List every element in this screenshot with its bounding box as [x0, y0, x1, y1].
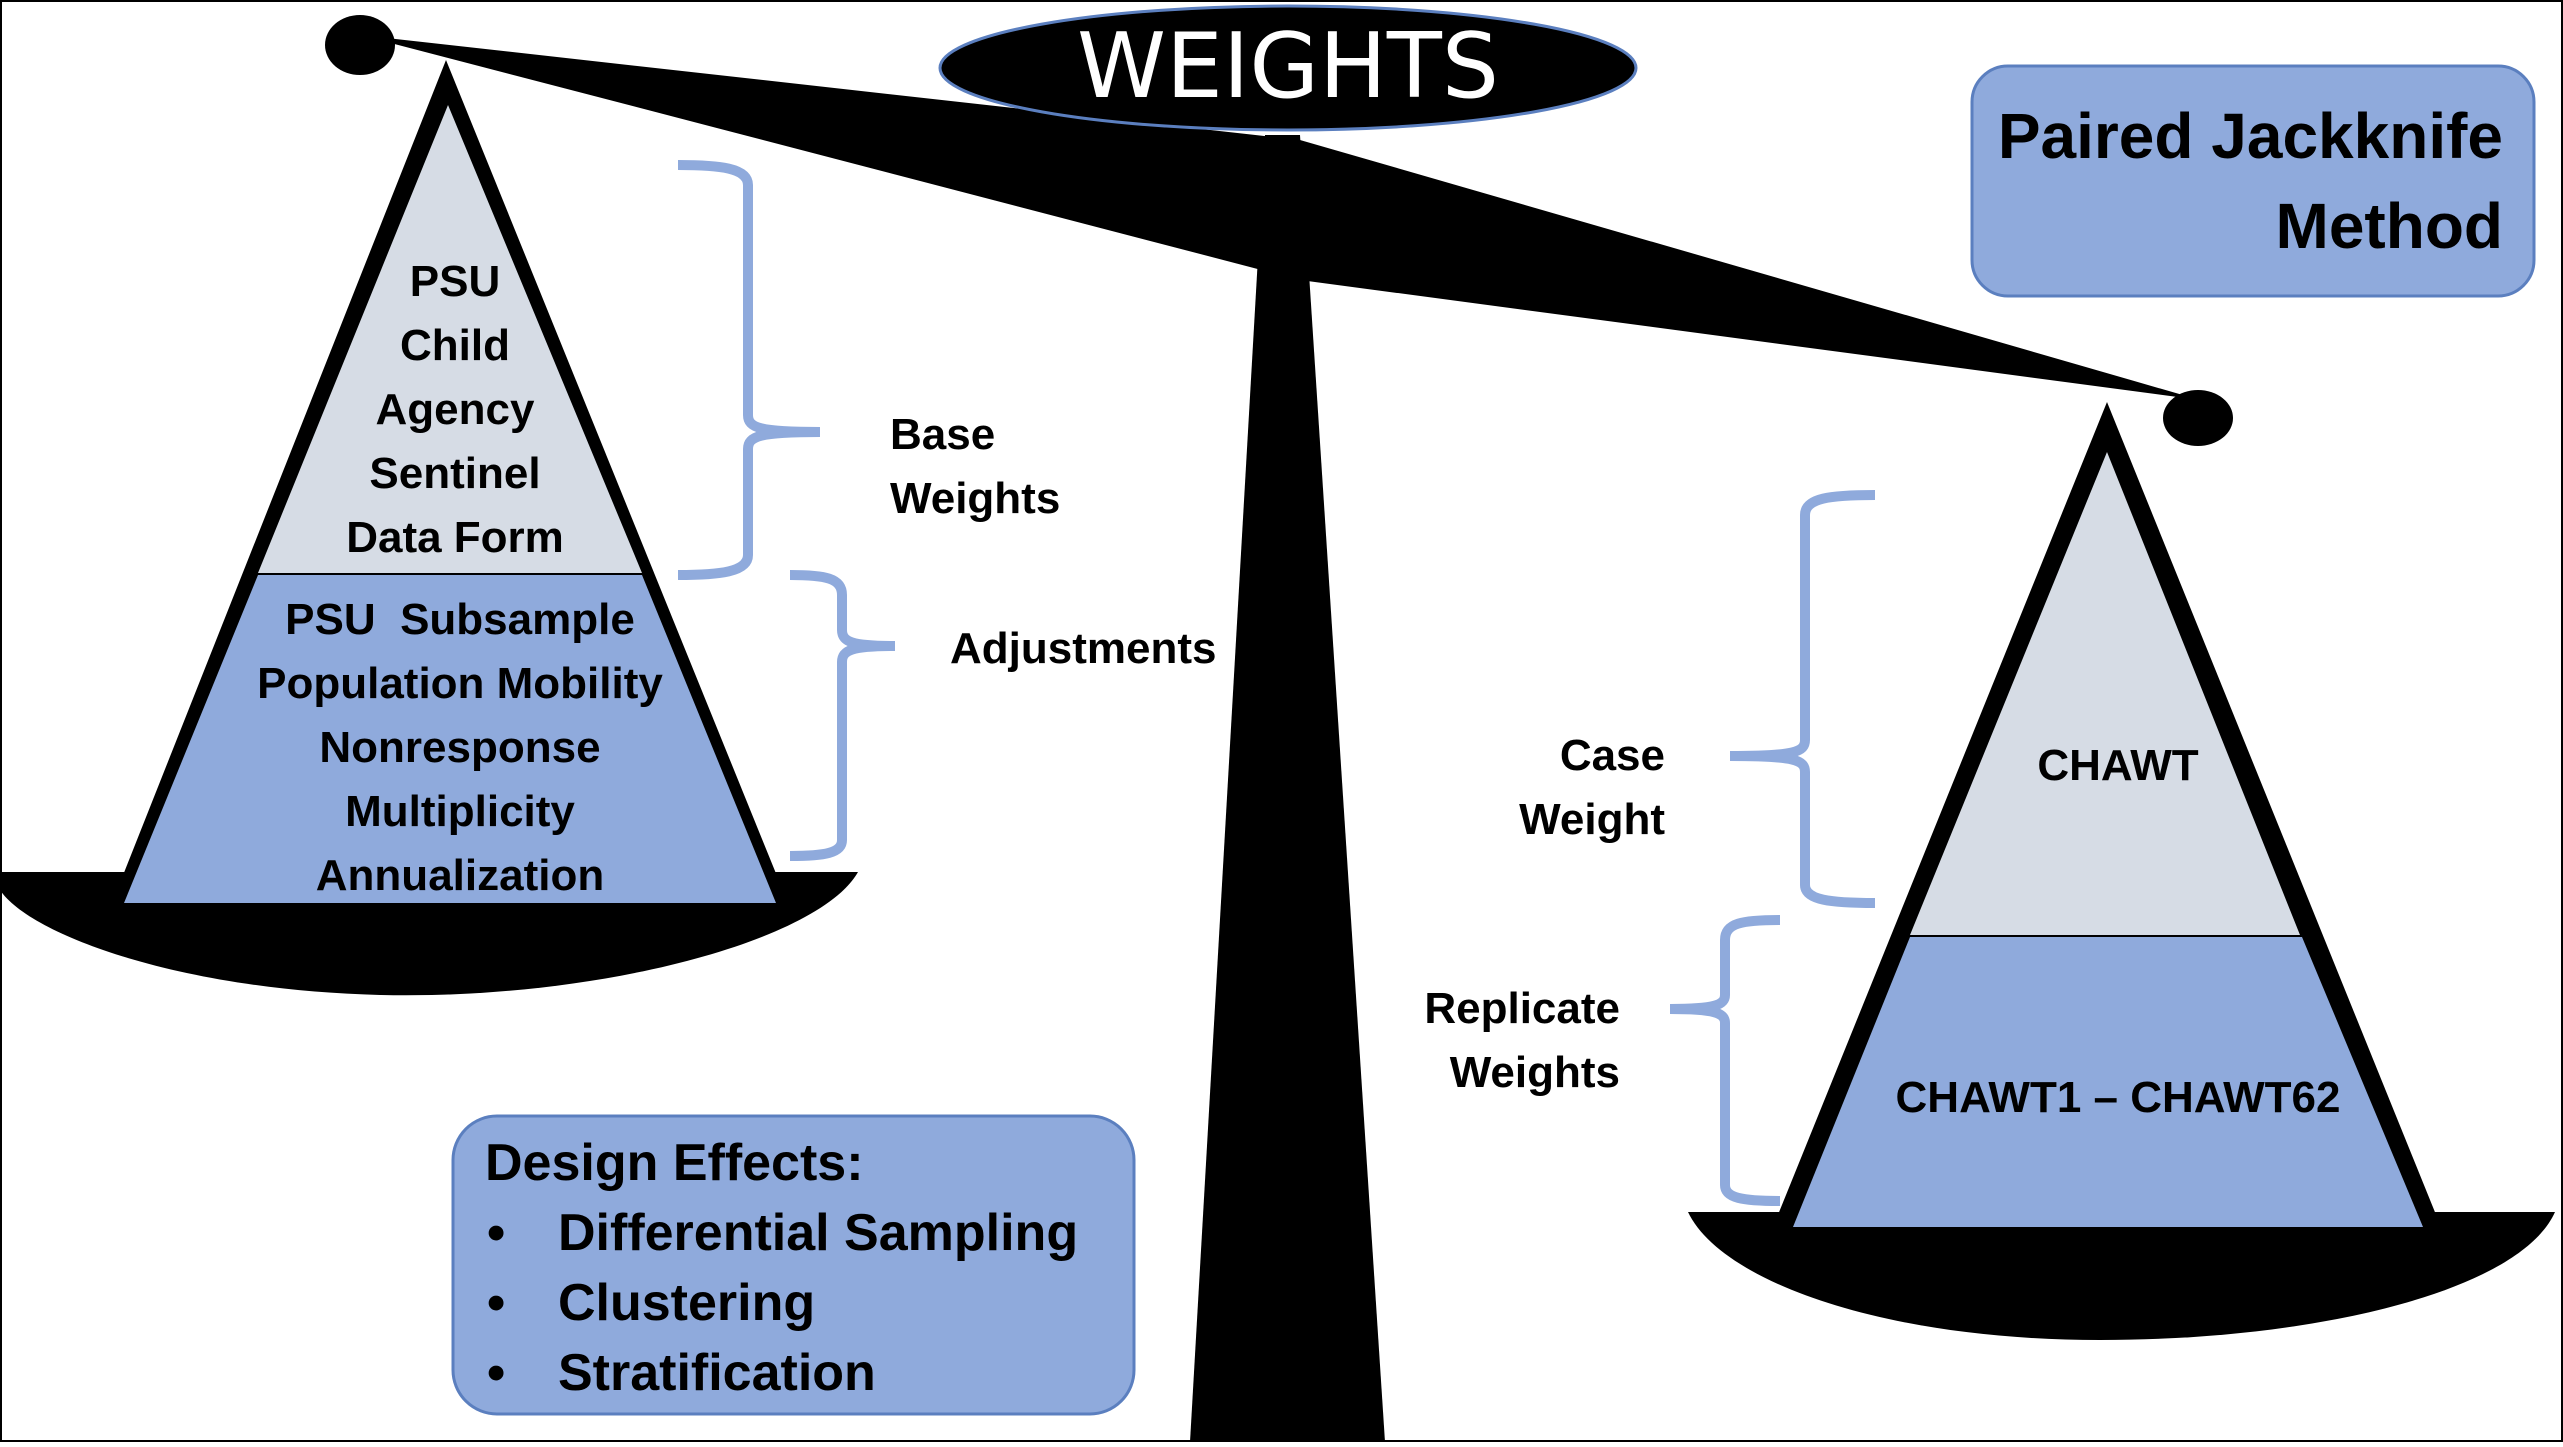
design-effects-box — [451, 1114, 1136, 1416]
left-pyramid-base-section — [258, 105, 642, 573]
method-box-text: Paired Jackknife — [1998, 100, 2503, 172]
design-effect-item: Differential Sampling — [558, 1204, 1078, 1262]
adjustment-item: Annualization — [316, 851, 604, 900]
scale-beam — [360, 35, 2200, 400]
case-weight-label: Weight — [1519, 795, 1665, 844]
base-item: PSU — [410, 257, 500, 306]
beam-left-knob — [325, 15, 395, 75]
adjustment-item: PSU Subsample — [285, 595, 635, 644]
title-text: WEIGHTS — [1077, 14, 1499, 119]
adjustment-item: Multiplicity — [345, 787, 575, 836]
replicate-weight-item: CHAWT1 – CHAWT62 — [1896, 1073, 2341, 1122]
method-box — [1970, 64, 2536, 298]
base-weights-brace — [677, 160, 821, 580]
left-pyramid-adjustment-section — [124, 575, 776, 903]
right-pyramid-case-section — [1910, 452, 2300, 935]
scale-post — [1190, 135, 1385, 1442]
adjustment-item: Nonresponse — [319, 723, 600, 772]
adjustments-label: Adjustments — [950, 624, 1216, 673]
bullet-icon: • — [487, 1274, 505, 1332]
bullet-icon: • — [487, 1344, 505, 1402]
case-weight-item: CHAWT — [2037, 741, 2198, 790]
method-box-text: Method — [2276, 190, 2504, 262]
base-item: Data Form — [346, 513, 564, 562]
title-ellipse — [938, 4, 1638, 132]
adjustments-brace — [789, 570, 896, 861]
right-pyramid-replicate-section — [1793, 937, 2423, 1227]
base-weights-label: Base — [890, 410, 995, 459]
replicate-weights-brace — [1669, 915, 1781, 1206]
base-item: Sentinel — [369, 449, 540, 498]
right-pan-dish — [1688, 1212, 2555, 1340]
beam-right-knob — [2163, 390, 2233, 446]
design-effect-item: Clustering — [558, 1274, 815, 1332]
replicate-weights-label: Replicate — [1424, 984, 1620, 1033]
base-item: Agency — [376, 385, 535, 434]
case-weight-label: Case — [1560, 731, 1665, 780]
bullet-icon: • — [487, 1204, 505, 1262]
base-item: Child — [400, 321, 510, 370]
design-effects-heading: Design Effects: — [485, 1134, 864, 1192]
design-effect-item: Stratification — [558, 1344, 876, 1402]
base-weights-label: Weights — [890, 474, 1060, 523]
case-weight-brace — [1729, 490, 1876, 908]
replicate-weights-label: Weights — [1450, 1048, 1620, 1097]
adjustment-item: Population Mobility — [257, 659, 663, 708]
